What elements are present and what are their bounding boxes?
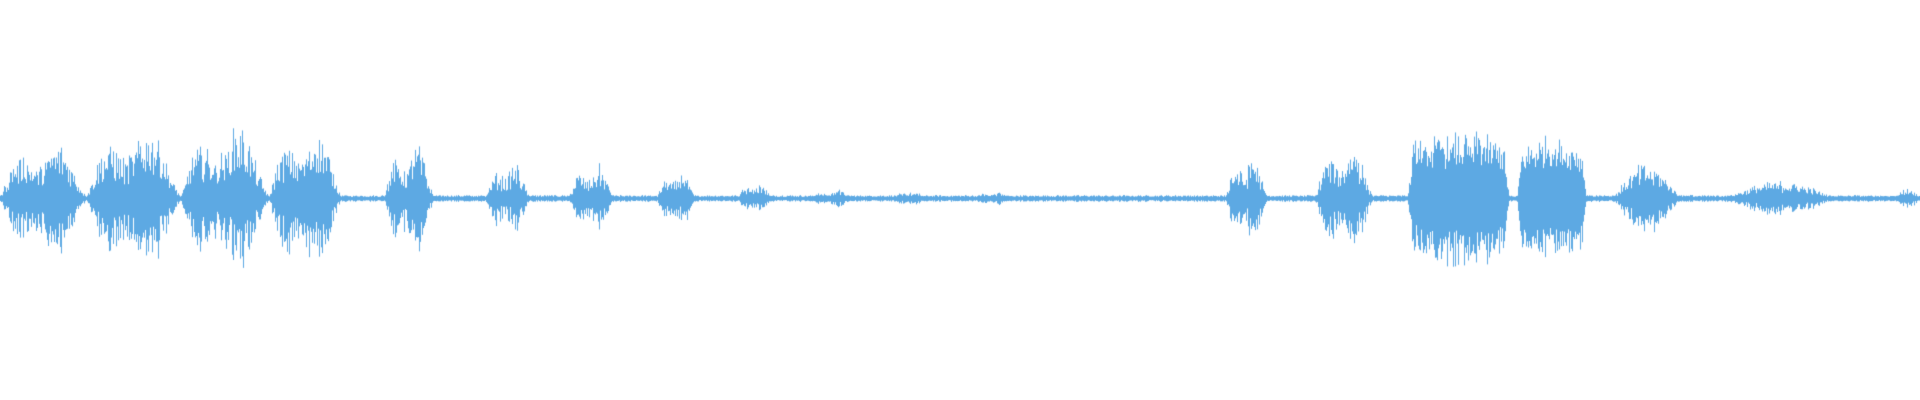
waveform-canvas [0, 0, 1920, 400]
audio-waveform [0, 0, 1920, 400]
